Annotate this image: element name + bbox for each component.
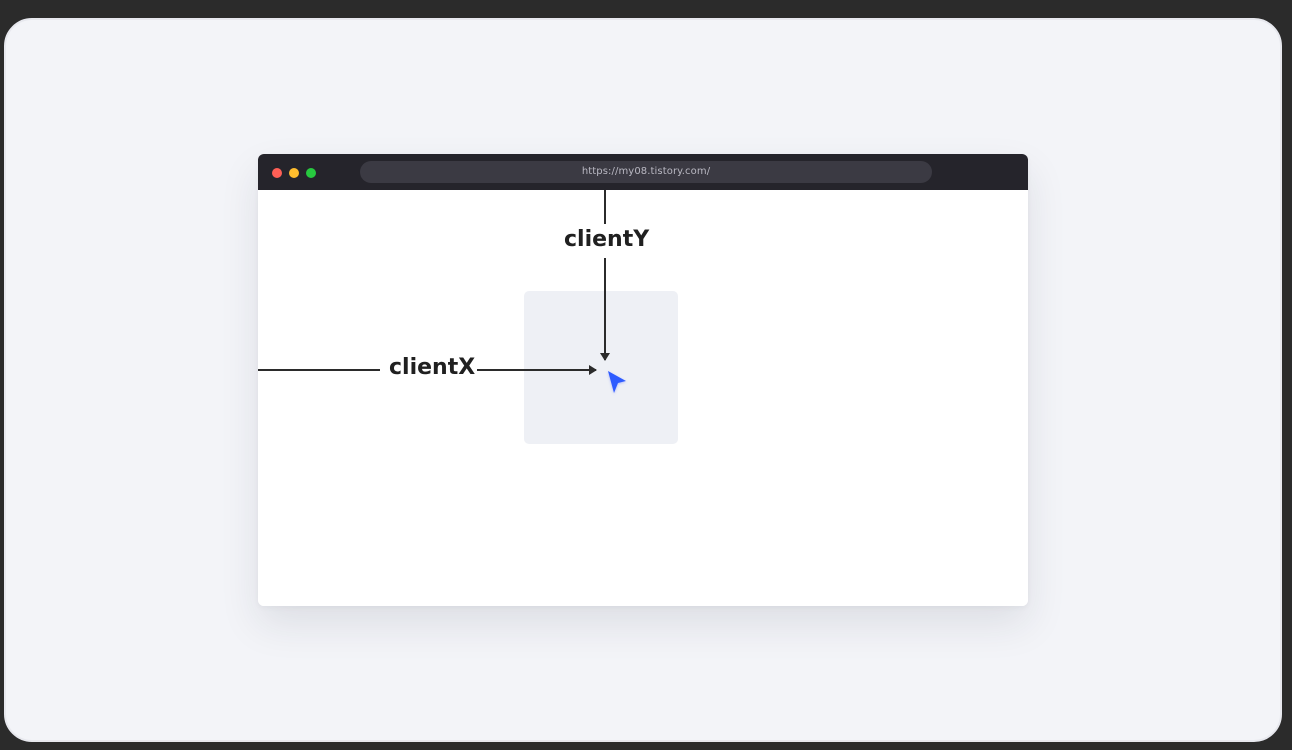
target-box bbox=[524, 291, 678, 444]
browser-viewport bbox=[258, 190, 1028, 606]
maximize-window-button[interactable] bbox=[306, 168, 316, 178]
client-x-label: clientX bbox=[389, 355, 476, 380]
address-bar[interactable]: https://my08.tistory.com/ bbox=[360, 161, 932, 183]
client-y-label: clientY bbox=[564, 227, 650, 252]
minimize-window-button[interactable] bbox=[289, 168, 299, 178]
browser-window: https://my08.tistory.com/ bbox=[258, 154, 1028, 606]
close-window-button[interactable] bbox=[272, 168, 282, 178]
mouse-pointer-icon bbox=[608, 371, 626, 393]
browser-titlebar: https://my08.tistory.com/ bbox=[258, 154, 1028, 190]
